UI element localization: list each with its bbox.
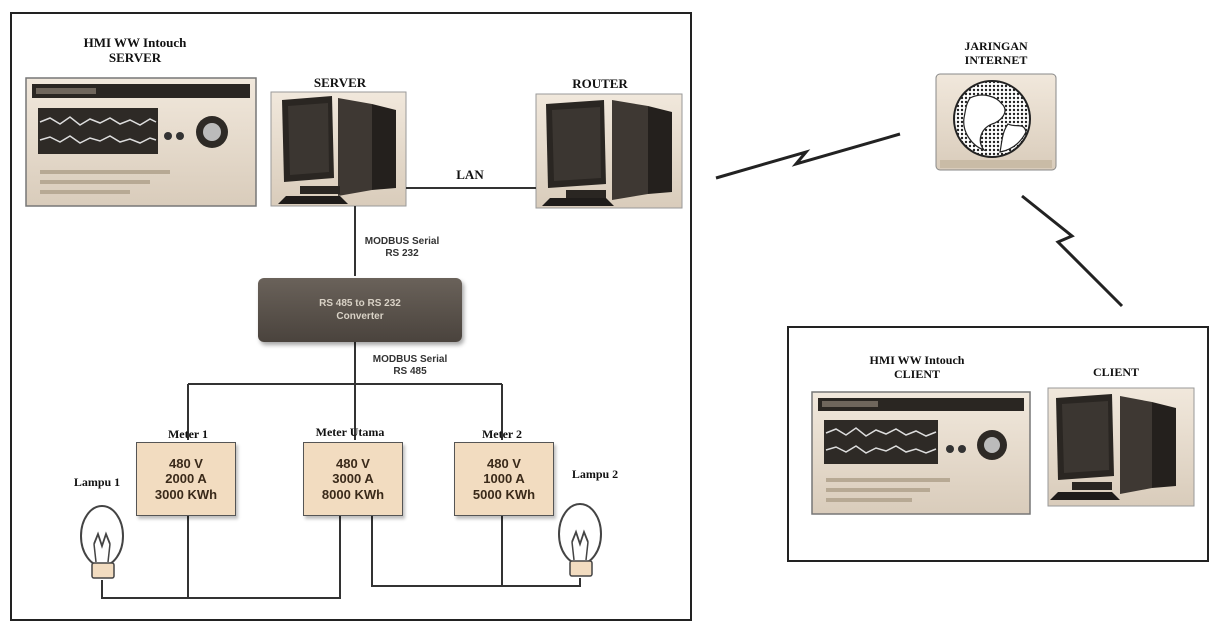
converter-line2: Converter: [336, 311, 384, 322]
meter-2-energy: 5000 KWh: [472, 486, 536, 502]
hmi-server-title-line2: SERVER: [108, 49, 162, 65]
meter-1-energy: 3000 KWh: [154, 486, 218, 502]
computer-icon: [1047, 387, 1195, 507]
modbus-rs232-line2: RS 232: [385, 247, 419, 259]
hmi-server-title: HMI WW Intouch SERVER: [60, 35, 210, 66]
lightning-link-icon: [715, 132, 901, 180]
modbus-rs232-line1: MODBUS Serial: [364, 236, 440, 247]
server-label: SERVER: [313, 75, 367, 90]
meter-1-display: 480 V 2000 A 3000 KWh: [136, 442, 236, 516]
lan-label: LAN: [456, 167, 484, 182]
client-site-frame: [787, 326, 1209, 562]
meter-utama-current: 3000 A: [332, 471, 374, 487]
computer-icon: [535, 93, 683, 209]
meter-2-title: Meter 2: [481, 427, 523, 441]
internet-label-line2: INTERNET: [964, 52, 1028, 67]
globe-icon: [935, 73, 1057, 171]
computer-icon: [270, 91, 407, 207]
router-label: ROUTER: [572, 76, 628, 91]
rs485-rs232-converter: RS 485 to RS 232 Converter: [258, 278, 462, 342]
hmi-server-title-line1: HMI WW Intouch: [83, 35, 187, 50]
hmi-screen-icon: [811, 391, 1031, 515]
lightning-link-icon: [1021, 194, 1124, 308]
hmi-screen-icon: [25, 77, 257, 207]
meter-utama-voltage: 480 V: [336, 455, 370, 471]
meter-2-display: 480 V 1000 A 5000 KWh: [454, 442, 554, 516]
internet-label-line1: JARINGAN: [964, 39, 1028, 53]
meter-1-current: 2000 A: [165, 471, 207, 487]
converter-line1: RS 485 to RS 232: [319, 298, 401, 309]
internet-label: JARINGAN INTERNET: [936, 39, 1056, 68]
server-site-frame: [10, 12, 692, 621]
modbus-rs485-line1: MODBUS Serial: [372, 354, 448, 365]
hmi-client-title-line1: HMI WW Intouch: [869, 353, 965, 367]
modbus-rs485-label: MODBUS Serial RS 485: [360, 354, 460, 377]
modbus-rs232-label: MODBUS Serial RS 232: [356, 236, 448, 259]
meter-utama-energy: 8000 KWh: [321, 486, 385, 502]
meter-2-current: 1000 A: [483, 471, 525, 487]
meter-2-voltage: 480 V: [487, 455, 521, 471]
modbus-rs485-line2: RS 485: [393, 365, 427, 377]
meter-1-title: Meter 1: [167, 427, 209, 441]
meter-utama-display: 480 V 3000 A 8000 KWh: [303, 442, 403, 516]
hmi-client-title-line2: CLIENT: [893, 366, 940, 381]
lamp-2-label: Lampu 2: [571, 467, 619, 481]
lamp-1-label: Lampu 1: [73, 475, 121, 489]
meter-utama-title: Meter Utama: [315, 425, 385, 439]
hmi-client-title: HMI WW Intouch CLIENT: [842, 353, 992, 382]
client-label: CLIENT: [1092, 365, 1139, 379]
meter-1-voltage: 480 V: [169, 455, 203, 471]
lightbulb-icon: [558, 503, 602, 577]
lightbulb-icon: [80, 505, 124, 579]
